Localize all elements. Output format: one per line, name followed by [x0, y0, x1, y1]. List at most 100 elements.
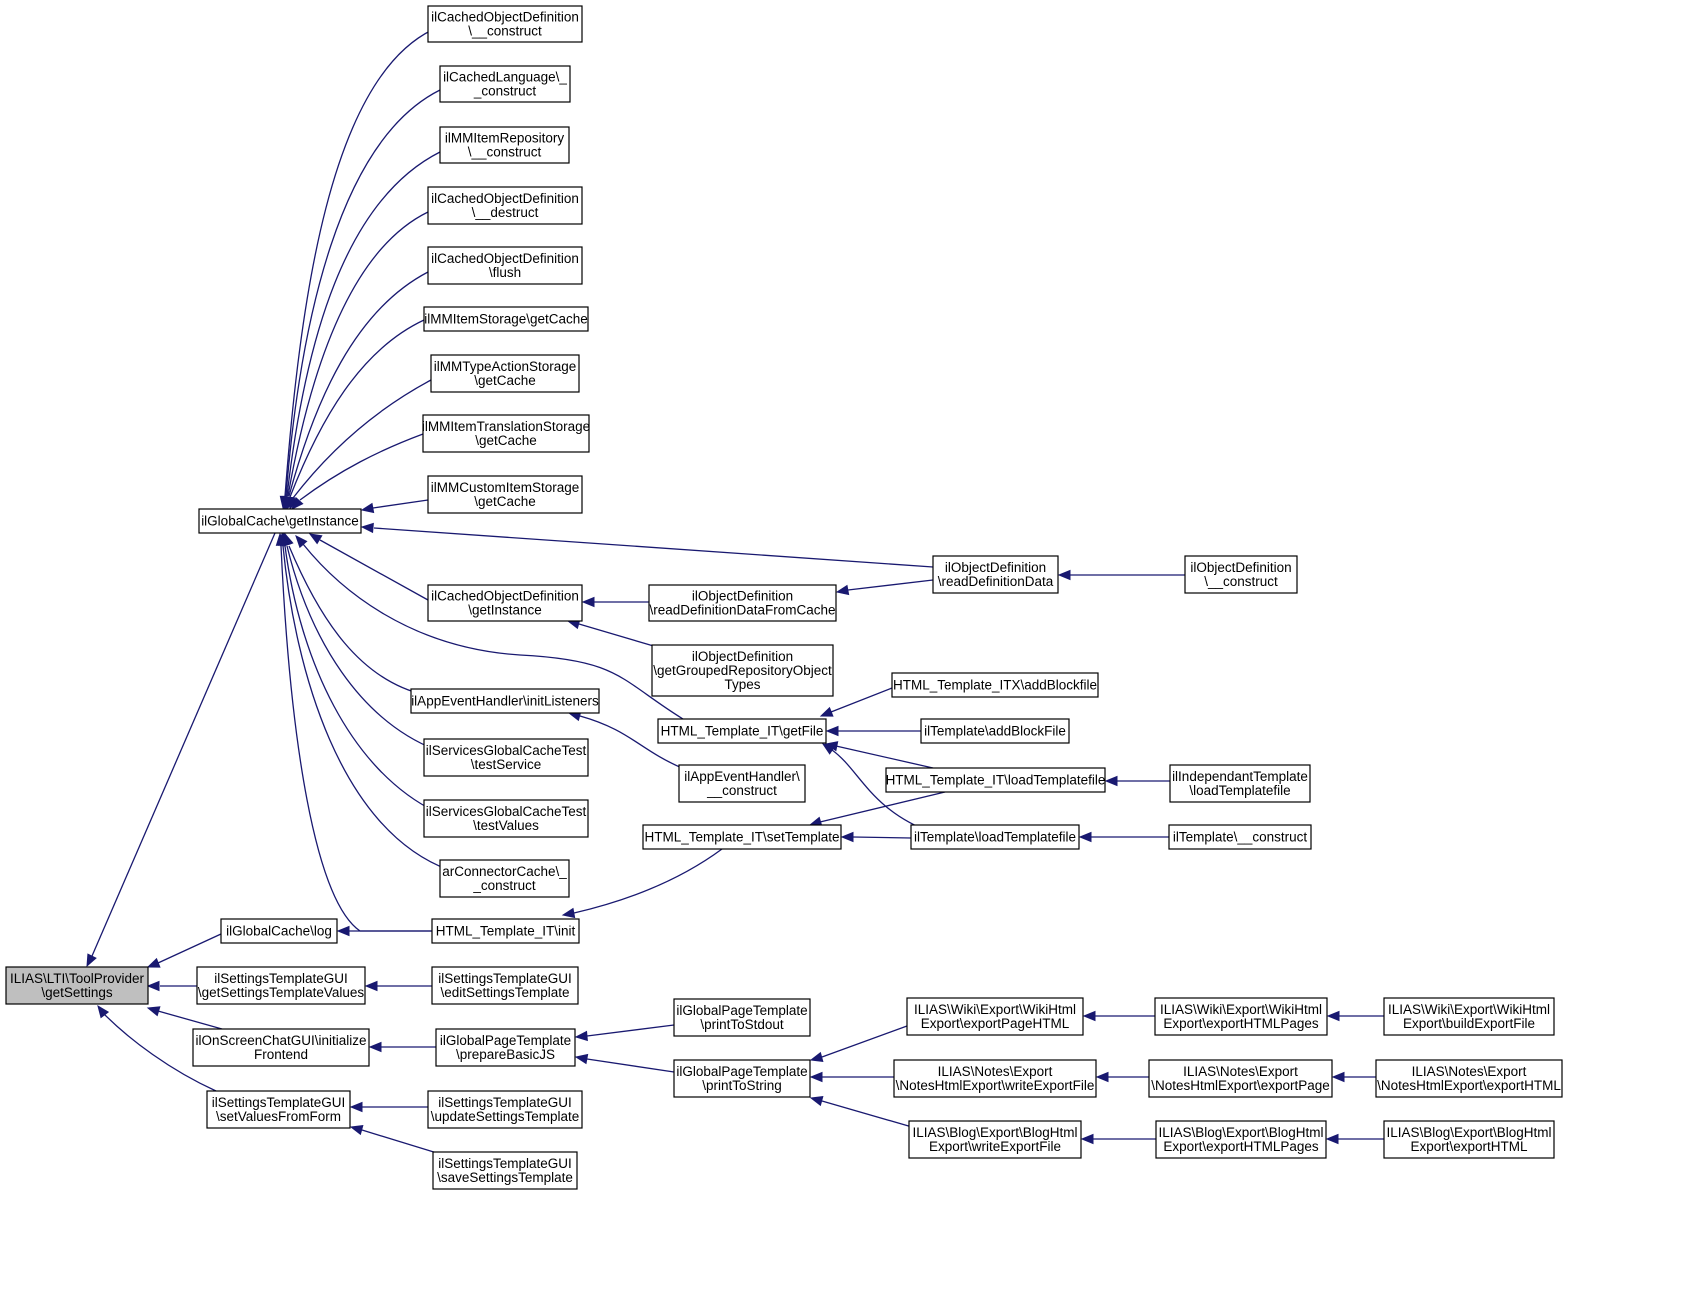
- edge-n33-to-n27: [819, 687, 893, 717]
- arrow-head: [295, 535, 308, 549]
- node-box: [427, 584, 583, 622]
- edge-line: [284, 545, 437, 813]
- node-label-line: \getSettingsTemplateValues: [198, 985, 365, 1000]
- focus-node[interactable]: ILIAS\LTI\ToolProvider\getSettings: [5, 966, 149, 1005]
- edge-n28-to-n16: [567, 710, 683, 769]
- graph-node[interactable]: ILIAS\Notes\Export\NotesHtmlExport\expor…: [1148, 1059, 1333, 1098]
- node-label-line: ilMMCustomItemStorage: [431, 480, 580, 495]
- graph-node[interactable]: ilGlobalCache\getInstance: [198, 508, 362, 534]
- graph-node[interactable]: ILIAS\Notes\Export\NotesHtmlExport\expor…: [1375, 1059, 1563, 1098]
- graph-node[interactable]: ilGlobalPageTemplate\prepareBasicJS: [435, 1028, 576, 1067]
- graph-node[interactable]: ilMMItemRepository\__construct: [439, 126, 570, 164]
- edge-line: [91, 532, 276, 957]
- node-label-line: ilObjectDefinition: [692, 649, 793, 664]
- edge-line: [284, 29, 433, 497]
- graph-node[interactable]: ilServicesGlobalCacheTest\testService: [423, 738, 589, 777]
- graph-node[interactable]: ilCachedObjectDefinition\flush: [427, 246, 583, 285]
- graph-node[interactable]: ilGlobalPageTemplate\printToStdout: [673, 998, 811, 1037]
- graph-node[interactable]: ilMMCustomItemStorage\getCache: [427, 475, 583, 514]
- node-label-line: HTML_Template_IT\init: [436, 924, 576, 939]
- arrow-head: [336, 925, 350, 937]
- graph-node[interactable]: ilObjectDefinition\__construct: [1184, 555, 1298, 594]
- graph-node[interactable]: ILIAS\Wiki\Export\WikiHtmlExport\exportP…: [906, 997, 1084, 1036]
- edge-line: [287, 211, 429, 497]
- edge-n15-to-n1: [308, 533, 429, 601]
- node-label-line: ilMMItemRepository: [445, 131, 565, 146]
- graph-node[interactable]: ilMMTypeActionStorage\getCache: [430, 354, 580, 393]
- graph-node[interactable]: ilSettingsTemplateGUI\saveSettingsTempla…: [432, 1151, 578, 1190]
- graph-node[interactable]: HTML_Template_IT\init: [431, 918, 580, 944]
- graph-node[interactable]: arConnectorCache\__construct: [439, 859, 570, 898]
- edge-line: [830, 687, 893, 713]
- graph-node[interactable]: ILIAS\Wiki\Export\WikiHtmlExport\exportH…: [1154, 997, 1328, 1036]
- graph-node[interactable]: ilTemplate\__construct: [1168, 824, 1312, 850]
- arrow-head: [1331, 1071, 1345, 1083]
- graph-node[interactable]: ILIAS\Wiki\Export\WikiHtmlExport\buildEx…: [1383, 997, 1555, 1036]
- edge-n43-to-n37: [1082, 1010, 1155, 1022]
- node-label-line: Export\exportHTMLPages: [1163, 1016, 1319, 1031]
- node-label-line: ilObjectDefinition: [692, 589, 793, 604]
- node-box: [673, 998, 811, 1037]
- graph-node[interactable]: ilObjectDefinition\getGroupedRepositoryO…: [651, 644, 834, 697]
- node-box: [906, 997, 1084, 1036]
- node-box: [198, 508, 362, 534]
- graph-node[interactable]: ilCachedObjectDefinition\__construct: [427, 5, 583, 43]
- graph-node[interactable]: ilSettingsTemplateGUI\updateSettingsTemp…: [427, 1090, 583, 1129]
- edge-n1-to-n0: [86, 532, 276, 968]
- graph-node[interactable]: HTML_Template_IT\getFile: [657, 718, 827, 744]
- graph-node[interactable]: ilGlobalCache\log: [220, 918, 338, 944]
- arrow-head: [1080, 1133, 1094, 1145]
- graph-node[interactable]: HTML_Template_IT\loadTemplatefile: [885, 767, 1106, 793]
- node-label-line: Export\writeExportFile: [929, 1139, 1061, 1154]
- node-label-line: ilCachedObjectDefinition: [431, 10, 579, 25]
- edge-line: [821, 1100, 913, 1128]
- edge-line: [157, 933, 222, 964]
- graph-node[interactable]: ilAppEventHandler\__construct: [678, 764, 806, 803]
- graph-node[interactable]: ilMMItemTranslationStorage\getCache: [422, 414, 590, 453]
- node-label-line: \getSettings: [41, 985, 113, 1000]
- arrow-head: [146, 980, 160, 992]
- edge-n13-to-n1: [291, 433, 424, 510]
- graph-node[interactable]: ilTemplate\addBlockFile: [920, 718, 1070, 744]
- arrow-head: [1326, 1010, 1340, 1022]
- node-label-line: _construct: [472, 878, 536, 893]
- graph-node[interactable]: ilAppEventHandler\initListeners: [410, 688, 600, 714]
- graph-node[interactable]: ilServicesGlobalCacheTest\testValues: [423, 799, 589, 838]
- edge-n20-to-n2: [336, 925, 432, 937]
- edge-line: [286, 545, 437, 751]
- edge-n18-to-n1: [279, 532, 437, 813]
- node-label-line: ILIAS\Blog\Export\BlogHtml: [1158, 1125, 1323, 1140]
- node-box: [427, 1090, 583, 1129]
- edge-n44-to-n38: [1095, 1071, 1149, 1083]
- edge-n27-to-n1: [295, 535, 684, 720]
- graph-node[interactable]: ilSettingsTemplateGUI\editSettingsTempla…: [431, 966, 579, 1005]
- graph-node[interactable]: ilCachedLanguage\__construct: [439, 65, 571, 103]
- graph-node[interactable]: HTML_Template_IT\setTemplate: [642, 824, 842, 850]
- node-label-line: ilCachedObjectDefinition: [431, 191, 579, 206]
- node-box: [430, 354, 580, 393]
- graph-node[interactable]: ilGlobalPageTemplate\printToString: [673, 1059, 811, 1098]
- graph-node[interactable]: ILIAS\Blog\Export\BlogHtmlExport\exportH…: [1155, 1120, 1327, 1159]
- node-label-line: ilTemplate\__construct: [1173, 830, 1308, 845]
- graph-node[interactable]: ilCachedObjectDefinition\__destruct: [427, 186, 583, 225]
- graph-node[interactable]: HTML_Template_ITX\addBlockfile: [891, 672, 1099, 698]
- graph-node[interactable]: ilMMItemStorage\getCache: [423, 306, 589, 332]
- node-box: [220, 918, 338, 944]
- graph-node[interactable]: ILIAS\Blog\Export\BlogHtmlExport\writeEx…: [908, 1120, 1082, 1159]
- node-box: [651, 644, 834, 697]
- graph-node[interactable]: ilTemplate\loadTemplatefile: [910, 824, 1080, 850]
- graph-node[interactable]: ilCachedObjectDefinition\getInstance: [427, 584, 583, 622]
- graph-node[interactable]: ilSettingsTemplateGUI\setValuesFromForm: [206, 1090, 351, 1129]
- arrow-head: [561, 907, 576, 919]
- graph-node[interactable]: ILIAS\Blog\Export\BlogHtmlExport\exportH…: [1383, 1120, 1555, 1159]
- graph-node[interactable]: ilObjectDefinition\readDefinitionDataFro…: [648, 584, 837, 622]
- node-label-line: ILIAS\Notes\Export: [1412, 1064, 1527, 1079]
- node-label-line: \getCache: [475, 433, 537, 448]
- graph-node[interactable]: ILIAS\Notes\Export\NotesHtmlExport\write…: [893, 1059, 1097, 1098]
- edge-n2-to-n0: [146, 933, 222, 968]
- graph-node[interactable]: ilObjectDefinition\readDefinitionData: [932, 555, 1059, 594]
- graph-node[interactable]: ilIndependantTemplate\loadTemplatefile: [1169, 764, 1311, 803]
- graph-node[interactable]: ilSettingsTemplateGUI\getSettingsTemplat…: [196, 966, 366, 1005]
- node-box: [192, 1028, 370, 1067]
